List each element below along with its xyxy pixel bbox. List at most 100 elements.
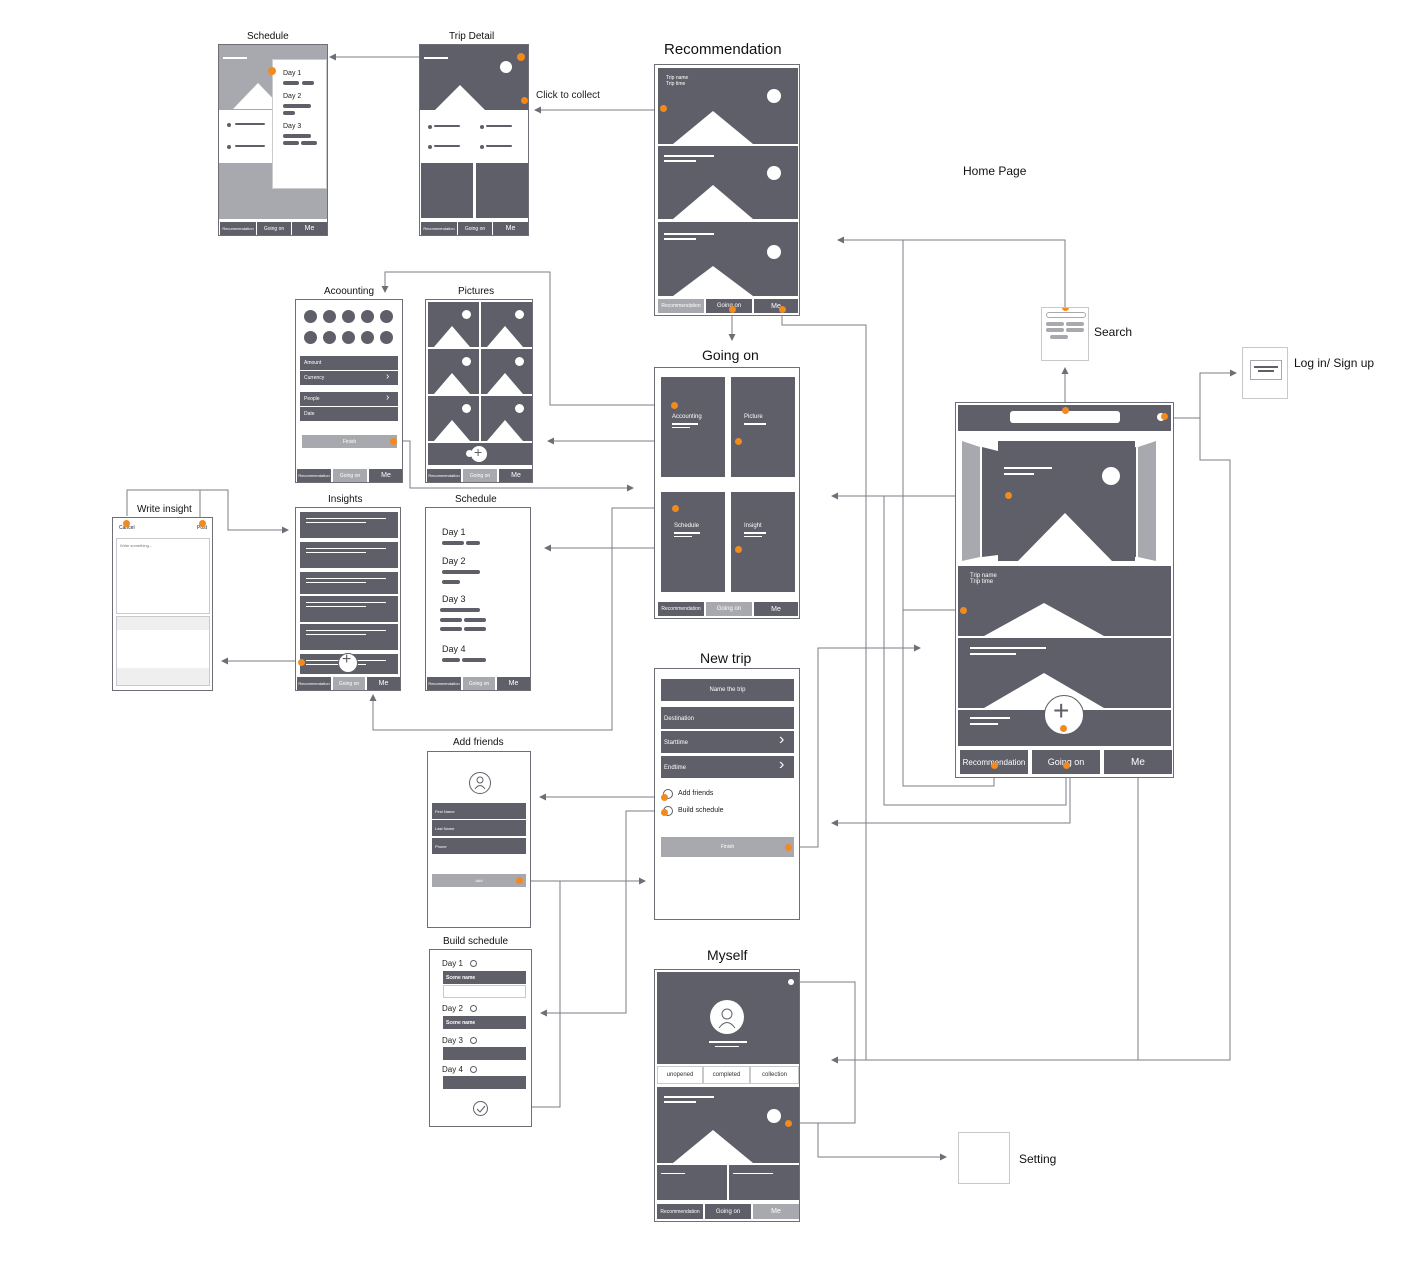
tab-going-on[interactable]: Going on <box>333 677 365 690</box>
hotspot-dot[interactable] <box>661 809 668 816</box>
tab-completed[interactable]: completed <box>703 1066 750 1084</box>
phone-field[interactable] <box>432 838 526 854</box>
connector-myself-to-setting <box>788 1122 947 1161</box>
tab-recommendation[interactable]: Recommendation <box>297 469 331 482</box>
hotspot-dot[interactable] <box>1062 308 1069 311</box>
checkmark-icon[interactable] <box>473 1101 488 1116</box>
tab-going-on[interactable]: Going on <box>458 222 492 235</box>
starttime-field[interactable] <box>661 731 794 753</box>
add-day-icon[interactable] <box>470 1066 477 1073</box>
tab-going-on[interactable]: Going on <box>705 1204 751 1219</box>
hotspot-dot[interactable] <box>517 53 525 61</box>
tile-label: Insight <box>744 523 762 529</box>
build-schedule-link[interactable]: Build schedule <box>678 807 724 814</box>
tab-going-on[interactable]: Going on <box>463 469 497 482</box>
screen-search <box>1041 307 1089 361</box>
hotspot-dot[interactable] <box>735 546 742 553</box>
first-name-field[interactable] <box>432 803 526 819</box>
avatar[interactable] <box>710 1000 744 1034</box>
hotspot-dot[interactable] <box>729 306 736 313</box>
tab-me[interactable]: Me <box>754 299 798 313</box>
add-day-icon[interactable] <box>470 960 477 967</box>
post-button[interactable]: Post <box>197 525 208 531</box>
add-day-icon[interactable] <box>470 1037 477 1044</box>
screen-insights: + Recommendation Going on Me <box>295 507 401 691</box>
trip-name-field[interactable]: Name the trip <box>661 679 794 701</box>
picture-thumbnail[interactable] <box>428 349 479 394</box>
tab-recommendation[interactable]: Recommendation <box>658 299 704 313</box>
hotspot-dot[interactable] <box>1060 725 1067 732</box>
hotspot-dot[interactable] <box>735 438 742 445</box>
tab-recommendation[interactable]: Recommendation <box>427 677 461 690</box>
tab-recommendation[interactable]: Recommendation <box>427 469 461 482</box>
trip-time: Trip time <box>970 579 994 585</box>
tab-recommendation[interactable]: Recommendation <box>421 222 457 235</box>
tab-recommendation[interactable]: Recommendation <box>220 222 256 235</box>
hotspot-dot[interactable] <box>268 67 276 75</box>
hotspot-dot[interactable] <box>960 607 967 614</box>
last-name-field[interactable] <box>432 820 526 836</box>
tab-recommendation[interactable]: Recommendation <box>658 602 704 616</box>
destination-field[interactable] <box>661 707 794 729</box>
tab-me[interactable]: Me <box>497 677 530 690</box>
hotspot-dot[interactable] <box>1161 413 1168 420</box>
tab-me[interactable]: Me <box>753 1204 799 1219</box>
search-bar[interactable] <box>1010 411 1120 423</box>
tab-me[interactable]: Me <box>367 677 400 690</box>
hotspot-dot[interactable] <box>671 402 678 409</box>
tab-unopened[interactable]: unopened <box>657 1066 703 1084</box>
finish-button[interactable]: Finish <box>661 837 794 857</box>
add-insight-button[interactable] <box>338 653 358 673</box>
hotspot-dot[interactable] <box>521 97 528 104</box>
tab-collection[interactable]: collection <box>750 1066 799 1084</box>
hotspot-dot[interactable] <box>390 438 397 445</box>
day-label: Day 2 <box>442 1004 463 1013</box>
tab-going-on[interactable]: Going on <box>706 602 752 616</box>
tab-going-on[interactable]: Going on <box>257 222 291 235</box>
hotspot-dot[interactable] <box>1063 762 1070 769</box>
hotspot-dot[interactable] <box>672 505 679 512</box>
scene-name: Scene name <box>446 1020 476 1026</box>
tab-me[interactable]: Me <box>369 469 402 482</box>
hotspot-dot[interactable] <box>123 520 130 527</box>
tab-going-on[interactable]: Going on <box>333 469 367 482</box>
screen-title-add-friends: Add friends <box>453 737 504 748</box>
insight-placeholder: Write something... <box>120 543 153 548</box>
hotspot-dot[interactable] <box>1062 407 1069 414</box>
hotspot-dot[interactable] <box>779 306 786 313</box>
picture-thumbnail[interactable] <box>481 349 532 394</box>
hotspot-dot[interactable] <box>991 762 998 769</box>
tab-me[interactable]: Me <box>754 602 798 616</box>
tab-going-on[interactable]: Going on <box>706 299 752 313</box>
picture-thumbnail[interactable] <box>428 302 479 347</box>
hotspot-dot[interactable] <box>661 794 668 801</box>
hotspot-dot[interactable] <box>660 105 667 112</box>
picture-thumbnail[interactable] <box>481 302 532 347</box>
tab-recommendation[interactable]: Recommendation <box>297 677 331 690</box>
picture-thumbnail[interactable] <box>481 396 532 441</box>
tab-me[interactable]: Me <box>499 469 532 482</box>
picture-thumbnail[interactable] <box>428 396 479 441</box>
hotspot-dot[interactable] <box>199 520 206 527</box>
add-button[interactable]: Add <box>432 874 526 887</box>
cancel-button[interactable]: Cancel <box>119 525 135 531</box>
tab-going-on[interactable]: Going on <box>463 677 495 690</box>
hotspot-dot[interactable] <box>785 844 792 851</box>
tab-me[interactable]: Me <box>1104 750 1172 774</box>
finish-button[interactable]: Finish <box>302 435 397 448</box>
add-day-icon[interactable] <box>470 1005 477 1012</box>
tab-recommendation[interactable]: Recommendation <box>657 1204 703 1219</box>
hotspot-dot[interactable] <box>785 1120 792 1127</box>
field-label: Amount <box>304 360 322 366</box>
hotspot-dot[interactable] <box>298 659 305 666</box>
destination-label: Destination <box>664 716 695 722</box>
day-label: Day 4 <box>442 1065 463 1074</box>
hotspot-dot[interactable] <box>516 877 523 884</box>
endtime-field[interactable] <box>661 756 794 778</box>
tab-me[interactable]: Me <box>292 222 327 235</box>
hotspot-dot[interactable] <box>1005 492 1012 499</box>
insight-text-area[interactable] <box>116 538 210 614</box>
tab-me[interactable]: Me <box>493 222 528 235</box>
connector-finish-to-home <box>785 644 921 848</box>
add-friends-link[interactable]: Add friends <box>678 790 714 797</box>
